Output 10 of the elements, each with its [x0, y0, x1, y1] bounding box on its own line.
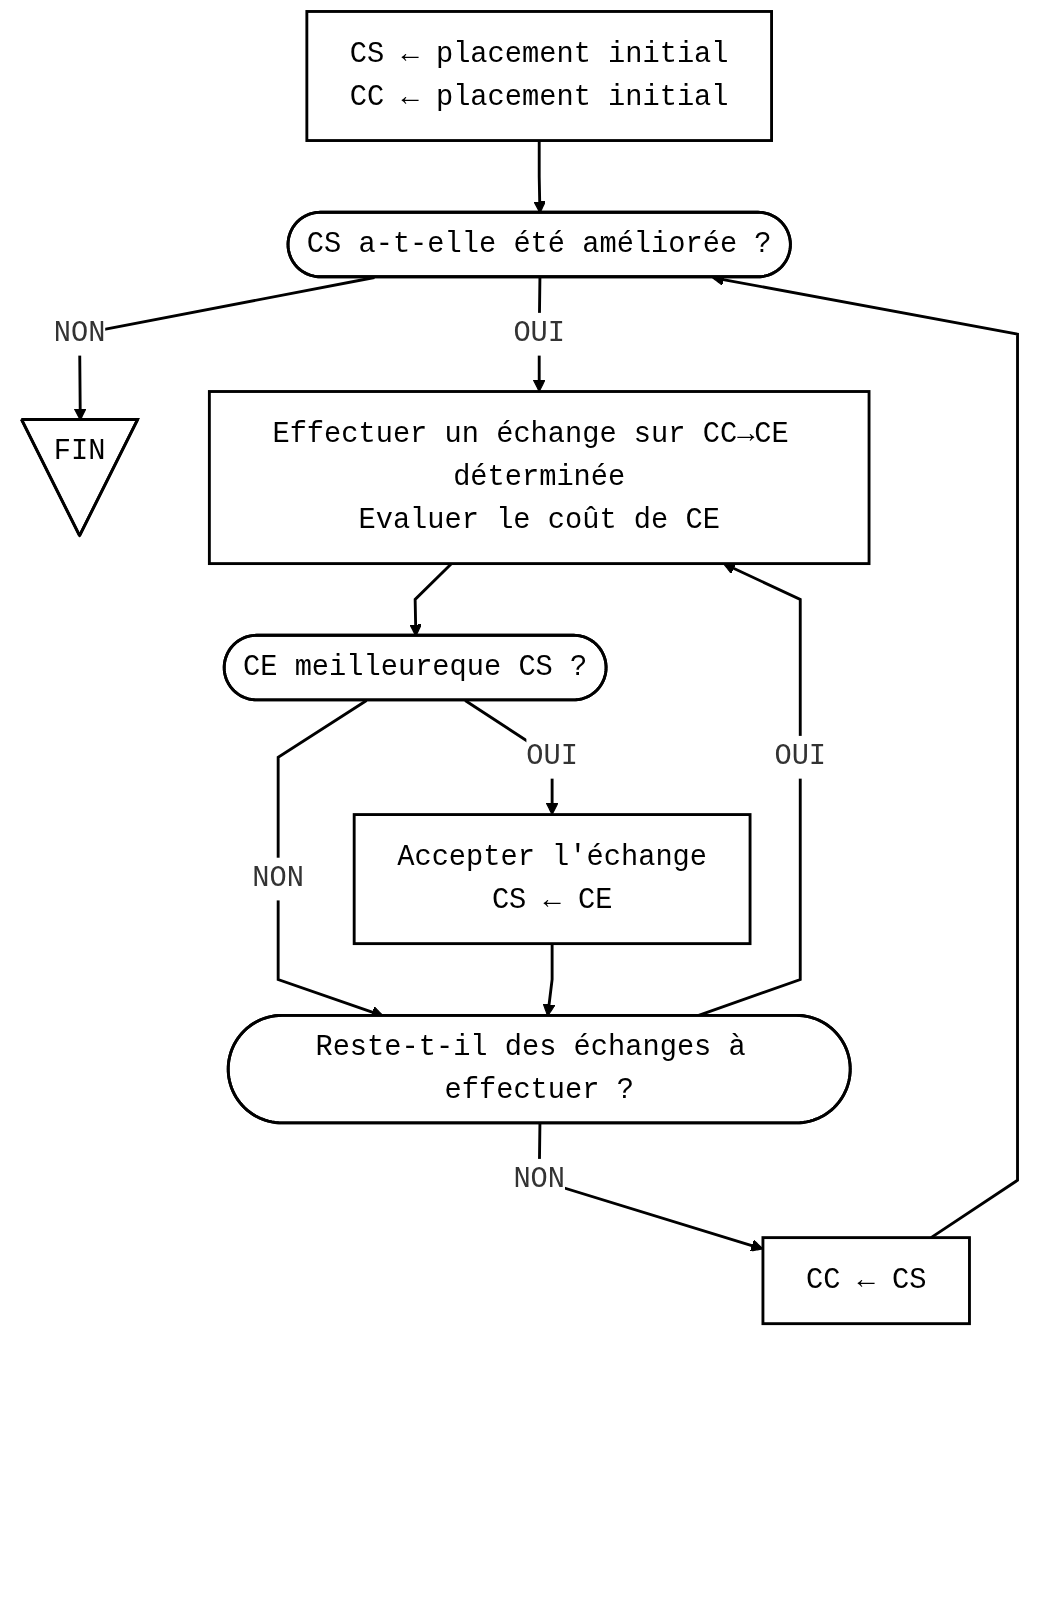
node-box: CC ← CS: [761, 1236, 971, 1326]
node-box: CS ← placement initial CC ← placement initial: [305, 10, 773, 142]
edge-label: NON: [53, 316, 106, 350]
edge-label: OUI: [526, 739, 578, 773]
node-box: Effectuer un échange sur CC→CE déterminée Evaluer le coût de CE: [207, 390, 871, 566]
edge-label: OUI: [774, 739, 827, 773]
edge-label: OUI: [513, 316, 566, 350]
edge-label: NON: [252, 861, 304, 895]
node-box: Accepter l'échange CS ← CE: [352, 813, 752, 946]
edge-label: NON: [513, 1163, 566, 1197]
